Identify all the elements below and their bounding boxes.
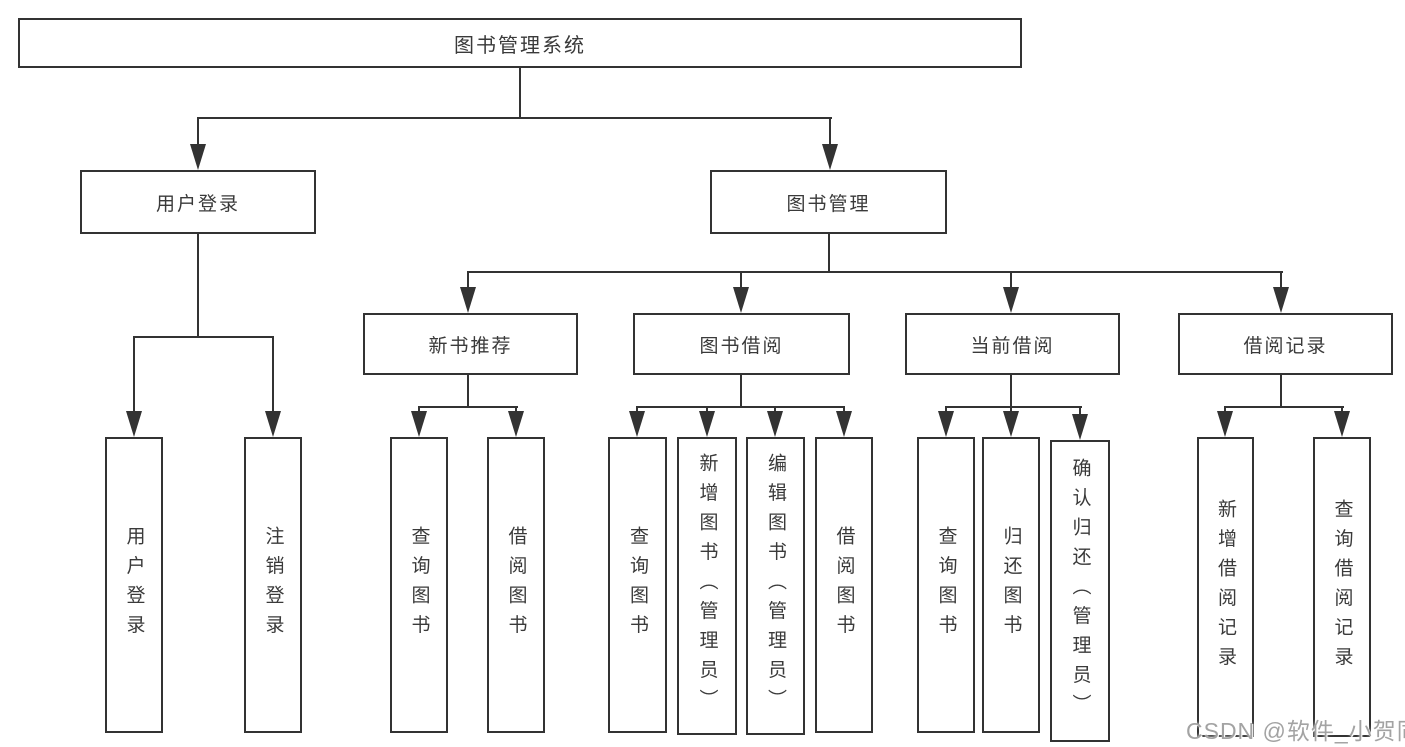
- connector-user-login-rail: [133, 336, 274, 338]
- leaf-logout-label: 注销登录: [262, 526, 284, 644]
- arrow-down-icon: [508, 411, 524, 437]
- leaf-add-book-admin-label: 新增图书（管理员）: [696, 453, 718, 719]
- connector-drop-user-login: [197, 117, 199, 146]
- leaf-logout: 注销登录: [244, 437, 302, 733]
- node-root-label: 图书管理系统: [454, 34, 586, 57]
- arrow-down-icon: [460, 287, 476, 313]
- leaf-query-books-recommend: 查询图书: [390, 437, 448, 733]
- connector-current-stem: [1010, 375, 1012, 408]
- connector-stub: [636, 406, 638, 414]
- connector-drop-new-book-recommend: [467, 271, 469, 289]
- arrow-down-icon: [1334, 411, 1350, 437]
- connector-stub: [515, 406, 517, 414]
- connector-stub: [945, 406, 947, 414]
- connector-drop-book-management: [829, 117, 831, 146]
- arrow-down-icon: [265, 411, 281, 437]
- connector-recommend-rail: [418, 406, 518, 408]
- leaf-query-books-recommend-label: 查询图书: [408, 526, 430, 644]
- leaf-add-book-admin: 新增图书（管理员）: [677, 437, 737, 735]
- leaf-edit-book-admin-label: 编辑图书（管理员）: [765, 453, 786, 719]
- leaf-borrow-books-2: 借阅图书: [815, 437, 873, 733]
- leaf-user-login-label: 用户登录: [123, 526, 145, 644]
- leaf-query-borrow-record-label: 查询借阅记录: [1331, 498, 1353, 676]
- node-book-management-label: 图书管理: [786, 193, 871, 215]
- node-book-borrow-label: 图书借阅: [699, 335, 784, 357]
- connector-drop-book-borrow: [740, 271, 742, 289]
- connector-stub: [843, 406, 845, 414]
- arrow-down-icon: [190, 144, 206, 170]
- arrow-down-icon: [699, 411, 715, 437]
- connector-stub: [1341, 406, 1343, 414]
- connector-level3-rail: [467, 271, 1283, 273]
- leaf-query-books-borrow: 查询图书: [608, 437, 667, 733]
- connector-records-rail: [1224, 406, 1344, 408]
- leaf-query-books-borrow-label: 查询图书: [627, 526, 648, 644]
- leaf-return-book-label: 归还图书: [1000, 526, 1022, 644]
- node-book-borrow: 图书借阅: [633, 313, 850, 375]
- leaf-borrow-books-recommend: 借阅图书: [487, 437, 545, 733]
- arrow-down-icon: [1003, 287, 1019, 313]
- arrow-down-icon: [629, 411, 645, 437]
- connector-drop-current-borrow: [1010, 271, 1012, 289]
- node-borrow-records: 借阅记录: [1178, 313, 1393, 375]
- leaf-edit-book-admin: 编辑图书（管理员）: [746, 437, 805, 735]
- connector-borrow-stem: [740, 375, 742, 408]
- connector-book-management-stem: [828, 234, 830, 273]
- connector-records-stem: [1280, 375, 1282, 408]
- node-new-book-recommend: 新书推荐: [363, 313, 578, 375]
- leaf-return-book: 归还图书: [982, 437, 1040, 733]
- leaf-query-books-current: 查询图书: [917, 437, 975, 733]
- connector-stub: [1079, 406, 1081, 414]
- node-new-book-recommend-label: 新书推荐: [428, 335, 513, 357]
- connector-stub: [706, 406, 708, 414]
- connector-root-rail: [197, 117, 832, 119]
- node-current-borrow: 当前借阅: [905, 313, 1120, 375]
- connector-current-rail: [945, 406, 1082, 408]
- leaf-confirm-return-admin: 确认归还（管理员）: [1050, 440, 1110, 742]
- leaf-add-borrow-record: 新增借阅记录: [1197, 437, 1254, 737]
- connector-root-stem: [519, 68, 521, 119]
- leaf-borrow-books-recommend-label: 借阅图书: [505, 526, 527, 644]
- leaf-borrow-books-2-label: 借阅图书: [833, 526, 855, 644]
- connector-stub: [418, 406, 420, 414]
- connector-drop-leaf-user-login: [133, 336, 135, 413]
- leaf-add-borrow-record-label: 新增借阅记录: [1215, 498, 1236, 676]
- arrow-down-icon: [938, 411, 954, 437]
- node-user-login: 用户登录: [80, 170, 316, 234]
- connector-stub: [774, 406, 776, 414]
- node-book-management: 图书管理: [710, 170, 947, 234]
- arrow-down-icon: [411, 411, 427, 437]
- connector-drop-borrow-records: [1280, 271, 1282, 289]
- connector-drop-leaf-logout: [272, 336, 274, 413]
- arrow-down-icon: [1217, 411, 1233, 437]
- connector-recommend-stem: [467, 375, 469, 408]
- leaf-confirm-return-admin-label: 确认归还（管理员）: [1069, 458, 1091, 724]
- connector-borrow-rail: [636, 406, 845, 408]
- connector-user-login-stem: [197, 234, 199, 338]
- arrow-down-icon: [836, 411, 852, 437]
- leaf-query-borrow-record: 查询借阅记录: [1313, 437, 1371, 737]
- arrow-down-icon: [822, 144, 838, 170]
- leaf-query-books-current-label: 查询图书: [935, 526, 957, 644]
- arrow-down-icon: [1003, 411, 1019, 437]
- leaf-user-login: 用户登录: [105, 437, 163, 733]
- connector-stub: [1010, 406, 1012, 414]
- node-current-borrow-label: 当前借阅: [970, 335, 1055, 357]
- csdn-watermark: CSDN @软件_小贺同学: [1186, 718, 1405, 744]
- connector-stub: [1224, 406, 1226, 414]
- node-user-login-label: 用户登录: [155, 193, 240, 215]
- arrow-down-icon: [126, 411, 142, 437]
- node-borrow-records-label: 借阅记录: [1243, 335, 1328, 357]
- node-root: 图书管理系统: [18, 18, 1022, 68]
- arrow-down-icon: [733, 287, 749, 313]
- arrow-down-icon: [1072, 414, 1088, 440]
- arrow-down-icon: [1273, 287, 1289, 313]
- arrow-down-icon: [767, 411, 783, 437]
